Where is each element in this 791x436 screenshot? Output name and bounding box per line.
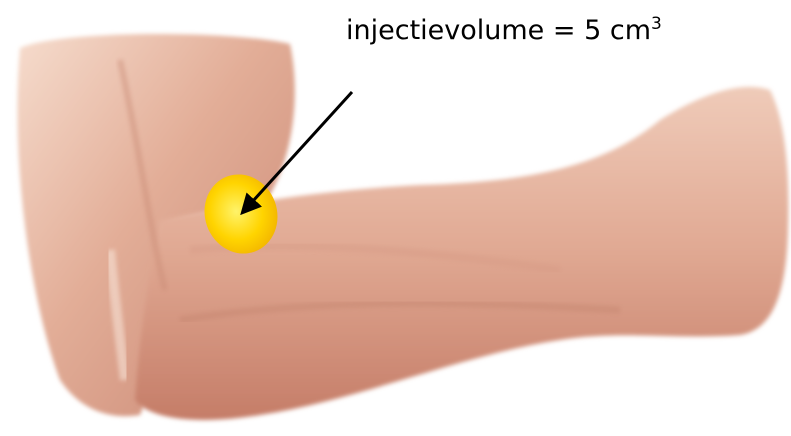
injection-volume-text: injectievolume = 5 cm bbox=[346, 15, 651, 46]
injection-volume-label: injectievolume = 5 cm3 bbox=[346, 14, 662, 48]
unit-exponent: 3 bbox=[651, 14, 662, 34]
